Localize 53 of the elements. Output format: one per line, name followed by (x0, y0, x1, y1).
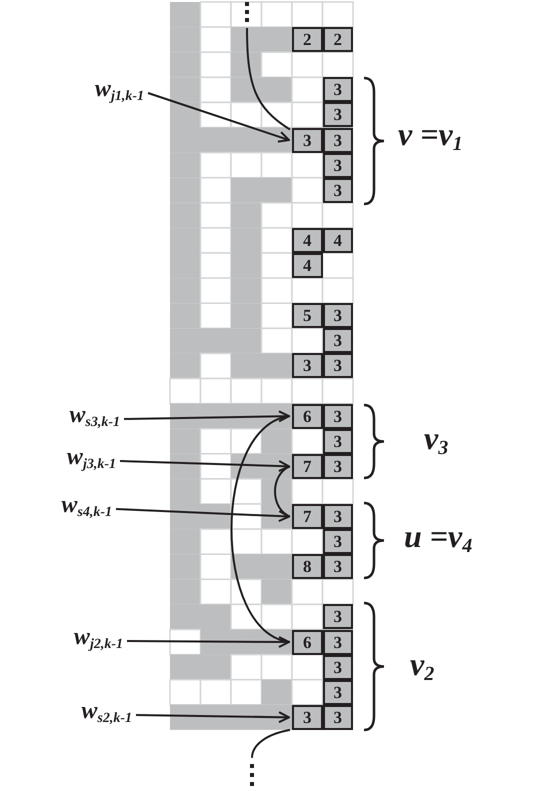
arrow (127, 636, 290, 648)
weight-label: w$_{s4,k-1}$ (8, 488, 112, 522)
numbered-cell: 7 (292, 454, 322, 479)
arrow (116, 508, 290, 522)
numbered-cell: 4 (322, 228, 353, 253)
set-label: v$_{2}$ (410, 648, 436, 680)
numbered-cell: 3 (322, 328, 353, 354)
numbered-cell: 3 (322, 428, 353, 454)
curved-connector (274, 465, 290, 518)
numbered-cell: 3 (292, 353, 322, 378)
numbered-cell: 8 (292, 554, 322, 580)
numbered-cell: 4 (292, 228, 322, 253)
numbered-cell: 3 (322, 102, 353, 128)
weight-label: w$_{j2,k-1}$ (8, 620, 123, 654)
arrow (148, 92, 290, 143)
numbered-cell: 3 (322, 680, 353, 705)
numbered-cell: 3 (322, 704, 353, 730)
numbered-cell: 3 (322, 152, 353, 178)
weight-label: w$_{j3,k-1}$ (8, 440, 116, 474)
set-label: u =v$_{4}$ (404, 520, 474, 552)
numbered-cell: 7 (292, 504, 322, 530)
set-label: v$_{3}$ (424, 422, 450, 454)
weight-label: w$_{s2,k-1}$ (24, 694, 132, 728)
arrow (136, 711, 290, 724)
numbered-cell: 3 (322, 303, 353, 328)
weight-label: w$_{j1,k-1}$ (22, 72, 144, 106)
set-label: v =v$_{1}$ (398, 118, 464, 150)
numbered-cell: 3 (322, 554, 353, 580)
numbered-cell: 3 (322, 529, 353, 554)
numbered-cell: 5 (292, 303, 322, 328)
numbered-cell: 3 (292, 704, 322, 730)
curved-connector (230, 415, 290, 643)
numbered-cell: 3 (322, 454, 353, 479)
numbered-cell: 3 (322, 353, 353, 378)
arrow (124, 410, 290, 422)
numbered-cell: 3 (322, 128, 353, 153)
curved-connector (251, 728, 290, 758)
numbered-cell: 2 (292, 27, 322, 52)
numbered-cell: 2 (322, 27, 353, 52)
numbered-cell: 3 (322, 77, 353, 102)
numbered-cell: 6 (292, 404, 322, 429)
numbered-cell: 3 (322, 504, 353, 530)
weight-label: w$_{s3,k-1}$ (8, 398, 120, 432)
arrow (120, 460, 290, 472)
numbered-cell: 3 (322, 654, 353, 680)
numbered-cell: 6 (292, 630, 322, 655)
curved-connector (246, 28, 291, 130)
numbered-cell: 3 (292, 128, 322, 153)
numbered-cell: 4 (292, 253, 322, 278)
numbered-cell: 3 (322, 630, 353, 655)
numbered-cell: 3 (322, 604, 353, 630)
numbered-cell: 3 (322, 178, 353, 203)
numbered-cell: 3 (322, 404, 353, 429)
